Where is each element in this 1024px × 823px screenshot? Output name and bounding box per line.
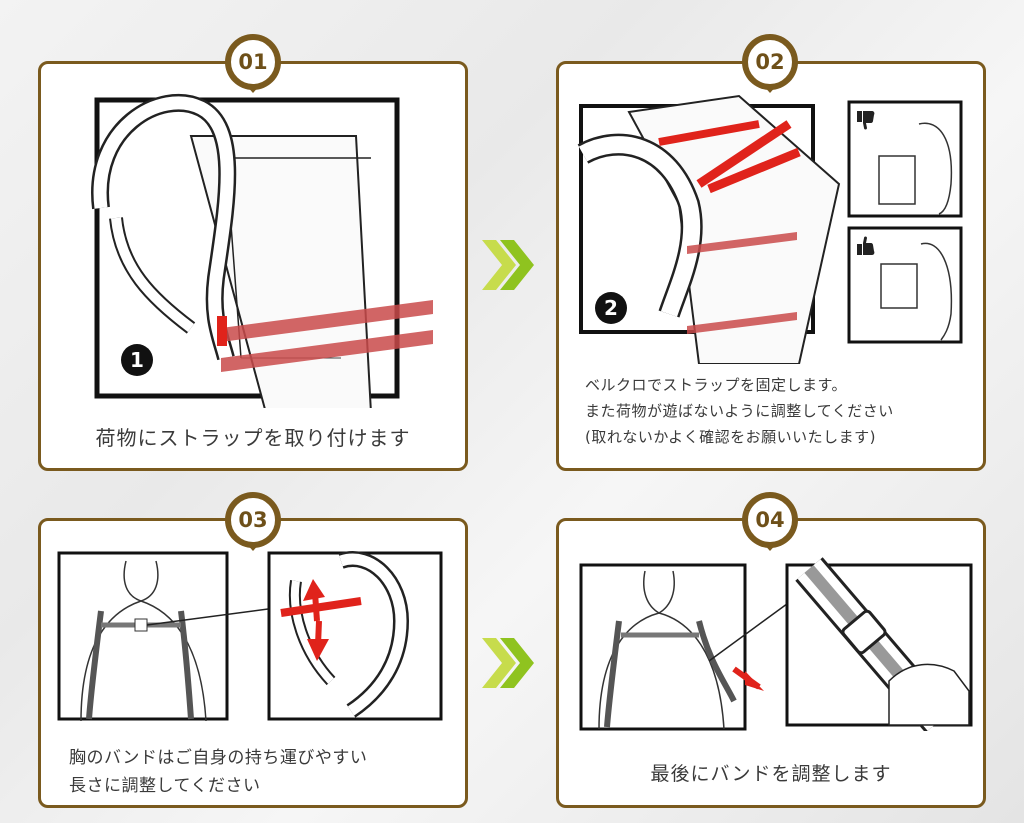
step-number-02: 02 bbox=[746, 38, 794, 86]
step-panel-03: 胸のバンドはご自身の持ち運びやすい 長さに調整してください bbox=[38, 518, 468, 808]
thumbs-up-icon bbox=[857, 236, 875, 255]
step-number-03: 03 bbox=[229, 496, 277, 544]
step-02-caption-line-2: また荷物が遊ばないように調整してください bbox=[585, 402, 894, 420]
step-number-04: 04 bbox=[746, 496, 794, 544]
step-02-caption-line-1: ベルクロでストラップを固定します。 bbox=[585, 376, 848, 394]
step-badge-03: 03 bbox=[225, 492, 281, 551]
step-badge-04: 04 bbox=[742, 492, 798, 551]
step-panel-02: 2 ベルクロでストラップを固定します。 また荷物が遊ばないように調整してください… bbox=[556, 61, 986, 471]
step-panel-01: 1 荷物にストラップを取り付けます bbox=[38, 61, 468, 471]
chevron-right-icon bbox=[482, 638, 534, 688]
velcro-fix-illustration: 2 bbox=[577, 94, 963, 364]
strap-attach-illustration: 1 bbox=[91, 94, 433, 408]
chevron-right-icon bbox=[482, 240, 534, 290]
illustration-marker-2: 2 bbox=[604, 296, 618, 320]
chest-band-illustration bbox=[57, 551, 443, 721]
illustration-marker-1: 1 bbox=[130, 348, 144, 372]
step-03-caption-line-1: 胸のバンドはご自身の持ち運びやすい bbox=[69, 748, 368, 768]
step-badge-02: 02 bbox=[742, 34, 798, 93]
band-adjust-illustration bbox=[579, 557, 973, 731]
step-01-caption: 荷物にストラップを取り付けます bbox=[95, 426, 411, 450]
thumbs-down-icon bbox=[857, 111, 875, 130]
step-03-caption-line-2: 長さに調整してください bbox=[69, 776, 261, 796]
step-02-caption-line-3: (取れないかよく確認をお願いいたします) bbox=[585, 428, 876, 446]
step-badge-01: 01 bbox=[225, 34, 281, 93]
step-number-01: 01 bbox=[229, 38, 277, 86]
step-04-caption: 最後にバンドを調整します bbox=[650, 763, 892, 785]
step-panel-04: 最後にバンドを調整します bbox=[556, 518, 986, 808]
